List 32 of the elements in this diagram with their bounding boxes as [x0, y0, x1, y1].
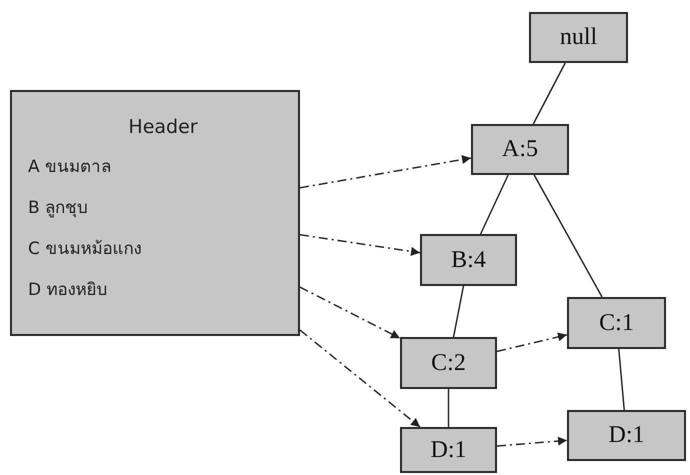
connector-line [448, 389, 450, 427]
connector-line [618, 348, 625, 410]
node-label: D:1 [608, 422, 644, 449]
tree-node-box [400, 427, 497, 473]
arrow [496, 436, 568, 447]
connector-line [452, 286, 464, 338]
tree-node-box [471, 124, 569, 175]
connector-line [532, 62, 566, 124]
item-label: A ขนมตาล [28, 156, 112, 179]
node-label: A:5 [502, 136, 538, 163]
tree-node-box [420, 234, 517, 286]
tree-node-box [529, 12, 628, 63]
node-label: null [560, 24, 598, 51]
node-label: C:1 [599, 310, 634, 336]
header-table-box [10, 90, 300, 336]
tree-node-box [400, 337, 497, 389]
arrow [300, 286, 400, 339]
node-label: C:2 [431, 350, 466, 376]
connector-line [534, 174, 603, 298]
arrow [496, 332, 568, 352]
arrow [300, 234, 420, 256]
node-label: D:1 [430, 436, 466, 464]
table-heading: Header [127, 116, 199, 138]
tree-node-box [567, 410, 686, 461]
item-label: D ทองหยิบ [28, 279, 108, 302]
arrow [300, 330, 420, 428]
arrow [300, 155, 472, 188]
tree-node-box [567, 297, 666, 349]
item-label: C ขนมหม้อแกง [28, 238, 142, 261]
item-label: B ลูกชุบ [28, 197, 90, 220]
connector-line [480, 174, 509, 234]
node-label: B:4 [451, 246, 486, 274]
